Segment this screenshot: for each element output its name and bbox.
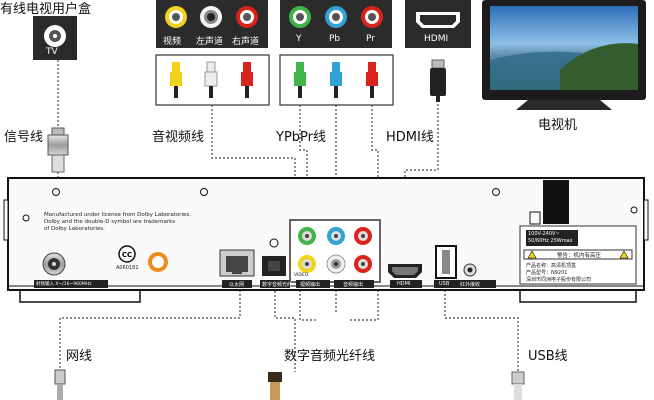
av-label-left: 左声道 [196,37,224,47]
nameplate-freq: 50/60Hz 25Wmax [528,238,573,244]
av-jack-cluster [289,219,381,288]
ypbpr-plugs [279,54,394,106]
optical-port [260,238,290,288]
tv-port-label: TV [46,47,58,57]
optical-cable-plug [268,372,282,400]
optical-port-label: 数字音频光纤 [262,282,293,288]
power-cord [543,180,569,224]
signal-cable-connector [47,127,69,173]
network-cable-label: 网线 [66,349,93,364]
ir-receiver [456,263,496,288]
nameplate-product-name: 产品名称：高清机顶盒 [526,263,577,269]
tv-label: 电视机 [538,118,578,133]
license-line-3: of Dolby Laboratories. [44,226,105,232]
usb-cable-plug [511,371,525,400]
hdmi-port [388,264,422,288]
av-label-right: 右声道 [232,37,260,47]
ypbpr-cable-label: YPbPr线 [276,130,326,145]
nameplate-voltage: 100V-240V~ [528,231,560,237]
rf-input-label: 射频输入 X~/16~960MHz [36,282,92,287]
rf-input-port [34,252,108,288]
signal-cable-label: 信号线 [4,130,44,145]
video-jack-label: VIDEO [294,273,309,278]
av-panel [156,0,268,48]
license-line-1: Manufactured under license from Dolby La… [44,212,192,218]
av-plugs [155,54,270,106]
optical-cable-label: 数字音频光纤线 [284,349,376,364]
hdmi-panel-label: HDMI [424,34,449,44]
ir-receiver-label: 红外接收 [460,282,481,288]
hdmi-plug [430,59,446,102]
ypbpr-panel [280,0,392,48]
television [482,0,646,110]
network-cable-plug [54,369,66,400]
tv-wall-port [33,16,77,60]
av-label-video: 视频 [163,37,182,47]
usb-cable-label: USB线 [528,349,568,364]
hdmi-cable-label: HDMI线 [386,130,434,145]
nameplate-maker: 深圳市同洲电子股份有限公司 [526,277,592,283]
av-cable-label: 音视频线 [152,130,205,145]
license-line-2: Dolby and the double-D symbol are tradem… [44,219,176,225]
audio-out-label: 音频输出 [343,282,364,288]
power-switch-icon [529,211,541,225]
nameplate-model: 产品型号：N9201 [526,270,568,276]
title: 有线电视用户盒 [0,2,92,17]
ypbpr-label-y: Y [296,34,302,44]
nameplate-warning: 警告：机内有高压 [557,253,602,259]
hdmi-panel [405,0,471,48]
cert-code: A060181 [116,265,139,271]
ethernet-label: 以太网 [229,282,245,288]
usb-port-label: USB [439,281,450,287]
video-out-label: 视频输出 [300,282,321,288]
ypbpr-label-pr: Pr [366,34,375,44]
usb-port [434,245,458,288]
cert-marks: CC [118,245,168,272]
usb-line [444,282,519,372]
ethernet-port [219,249,255,288]
svg-text:CC: CC [122,251,132,259]
optical-line [274,275,296,372]
ypbpr-label-pb: Pb [329,34,341,44]
hdmi-port-label: HDMI [397,281,411,287]
nameplate [519,225,637,285]
